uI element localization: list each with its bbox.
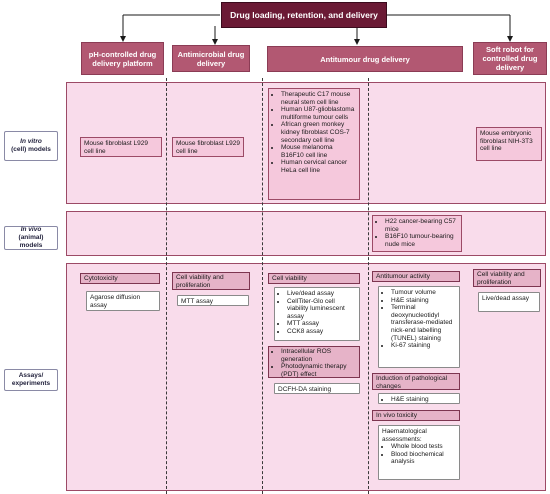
list-item: H&E staining <box>391 396 456 404</box>
list-item: Whole blood tests <box>391 443 456 451</box>
assay-antitumour-ros-sub: DCFH-DA staining <box>274 383 360 394</box>
category-antitumour: Antitumour drug delivery <box>267 46 463 72</box>
list-item: Ki-67 staining <box>391 342 456 350</box>
list-item: B16F10 tumour-bearing nude mice <box>385 233 458 248</box>
divider-3 <box>368 78 369 494</box>
list-item: Terminal deoxynucleotidyl transferase-me… <box>391 304 456 342</box>
assay-antitumour-viability-header: Cell viability <box>268 273 360 284</box>
assay-soft-header: Cell viability and proliferation <box>473 269 541 287</box>
in-vivo-antitumour-models: H22 cancer-bearing C57 mice B16F10 tumou… <box>372 215 462 252</box>
assay-antimicrobial-header: Cell viability and proliferation <box>172 272 250 290</box>
side-label-in-vivo-rest: (animal) models <box>18 234 44 249</box>
diagram-title: Drug loading, retention, and delivery <box>221 2 387 28</box>
side-label-assays: Assays/ experiments <box>4 369 58 391</box>
list-item: Therapeutic C17 mouse neural stem cell l… <box>281 91 356 106</box>
list-item: Human U87-glioblastoma multiforme tumour… <box>281 106 356 121</box>
in-vitro-soft-cell-line: Mouse embryonic fibroblast NIH-3T3 cell … <box>476 127 542 161</box>
divider-2 <box>262 78 263 494</box>
side-label-in-vitro: In vitro (cell) models <box>4 131 58 161</box>
list-item: Live/dead assay <box>287 290 356 298</box>
list-item: Tumour volume <box>391 289 456 297</box>
side-label-in-vitro-rest: (cell) models <box>11 146 51 153</box>
assay-antitumour-activity-header: Antitumour activity <box>372 271 460 282</box>
list-item: Blood biochemical analysis <box>391 451 456 466</box>
in-vitro-antimicrobial-cell-line: Mouse fibroblast L929 cell line <box>172 137 244 157</box>
list-item: H&E staining <box>391 297 456 305</box>
assay-soft-items: Live/dead assay <box>478 292 540 312</box>
assay-toxicity-items: Haematological assessments: Whole blood … <box>378 425 460 480</box>
side-label-in-vivo: In vivo (animal) models <box>4 226 58 250</box>
side-label-assays-rest: Assays/ experiments <box>11 372 51 387</box>
assay-antitumour-viability-items: Live/dead assay CellTiter-Glo cell viabi… <box>274 287 360 341</box>
assay-ph-header: Cytotoxicity <box>80 273 160 284</box>
assay-antimicrobial-items: MTT assay <box>177 295 249 306</box>
category-soft-robot: Soft robot for controlled drug delivery <box>473 42 547 75</box>
band-in-vivo <box>66 211 546 256</box>
list-item: Intracellular ROS generation <box>281 348 356 363</box>
side-label-in-vivo-italic: In vivo <box>20 226 42 233</box>
assay-ph-items: Agarose diffusion assay <box>86 291 160 311</box>
assay-antitumour-activity-items: Tumour volume H&E staining Terminal deox… <box>378 286 460 368</box>
category-antimicrobial: Antimicrobial drug delivery <box>172 45 250 72</box>
list-item: MTT assay <box>287 320 356 328</box>
assay-toxicity-lead: Haematological assessments: <box>382 428 427 443</box>
list-item: H22 cancer-bearing C57 mice <box>385 218 458 233</box>
list-item: CellTiter-Glo cell viability luminescent… <box>287 298 356 321</box>
assay-pathological-header: Induction of pathological changes <box>372 373 460 390</box>
list-item: Photodynamic therapy (PDT) effect <box>281 363 356 378</box>
category-ph-controlled: pH-controlled drug delivery platform <box>81 42 164 75</box>
side-label-in-vitro-italic: In vitro <box>20 138 42 145</box>
divider-1 <box>166 78 167 494</box>
list-item: African green monkey kidney fibroblast C… <box>281 121 356 144</box>
list-item: Mouse melanoma B16F10 cell line <box>281 144 356 159</box>
assay-antitumour-ros-header: Intracellular ROS generation Photodynami… <box>268 346 360 378</box>
list-item: Human cervical cancer HeLa cell line <box>281 159 356 174</box>
in-vitro-antitumour-cell-lines: Therapeutic C17 mouse neural stem cell l… <box>268 88 360 200</box>
in-vitro-ph-cell-line: Mouse fibroblast L929 cell line <box>80 137 162 157</box>
assay-pathological-items: H&E staining <box>378 393 460 404</box>
list-item: CCK8 assay <box>287 328 356 336</box>
assay-toxicity-header: In vivo toxicity <box>372 410 460 421</box>
